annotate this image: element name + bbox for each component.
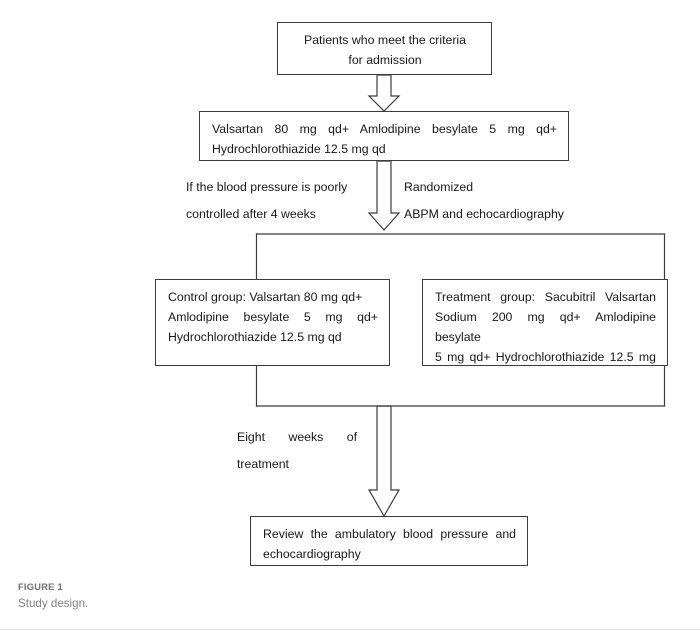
node-line: echocardiography xyxy=(263,547,361,561)
node-line: Patients who meet the criteria xyxy=(304,33,466,47)
annotation-line: Eight weeks of xyxy=(237,430,357,444)
baseline-therapy-box: Valsartan 80 mg qd+ Amlodipine besylate … xyxy=(199,111,569,161)
study-design-flowchart: Patients who meet the criteria for admis… xyxy=(155,22,668,566)
node-line: Valsartan 80 mg qd+ Amlodipine besylate … xyxy=(212,122,557,136)
treatment-duration-label: Eight weeks of treatment xyxy=(237,424,357,478)
node-line: Amlodipine besylate 5 mg qd+ xyxy=(168,310,378,324)
patients-criteria-box: Patients who meet the criteria for admis… xyxy=(277,22,492,75)
node-line: Sodium 200 mg qd+ Amlodipine besylate xyxy=(435,310,656,344)
node-line: Hydrochlorothiazide 12.5 mg qd xyxy=(212,142,386,156)
node-line: 5 mg qd+ Hydrochlorothiazide 12.5 mg xyxy=(435,350,656,364)
figure-caption: FIGURE 1 Study design. xyxy=(18,580,682,612)
page-divider xyxy=(0,629,700,630)
control-group-box: Control group: Valsartan 80 mg qd+ Amlod… xyxy=(155,279,390,366)
review-outcomes-box: Review the ambulatory blood pressure and… xyxy=(250,516,528,566)
arrow-admission-to-baseline xyxy=(367,74,401,112)
flowchart-connectors xyxy=(255,74,666,518)
figure-label: FIGURE 1 xyxy=(18,582,63,592)
node-line: Hydrochlorothiazide 12.5 mg qd xyxy=(168,330,342,344)
arrow-baseline-to-randomization xyxy=(367,160,401,231)
annotation-line: controlled after 4 weeks xyxy=(186,207,316,221)
annotation-line: treatment xyxy=(237,457,289,471)
node-line: Review the ambulatory blood pressure and xyxy=(263,527,516,541)
node-line: Control group: Valsartan 80 mg qd+ xyxy=(168,290,363,304)
annotation-line: Randomized xyxy=(404,180,474,194)
annotation-line: If the blood pressure is poorly xyxy=(186,180,348,194)
treatment-group-box: Treatment group: Sacubitril Valsartan So… xyxy=(422,279,668,366)
figure-caption-text: Study design. xyxy=(18,597,89,610)
node-line: Treatment group: Sacubitril Valsartan xyxy=(435,290,656,304)
annotation-line: ABPM and echocardiography xyxy=(404,207,564,221)
randomization-label: Randomized ABPM and echocardiography xyxy=(404,174,564,228)
blood-pressure-condition-label: If the blood pressure is poorly controll… xyxy=(186,174,376,228)
node-line: for admission xyxy=(348,53,422,67)
arrow-merge-to-review xyxy=(367,405,401,518)
